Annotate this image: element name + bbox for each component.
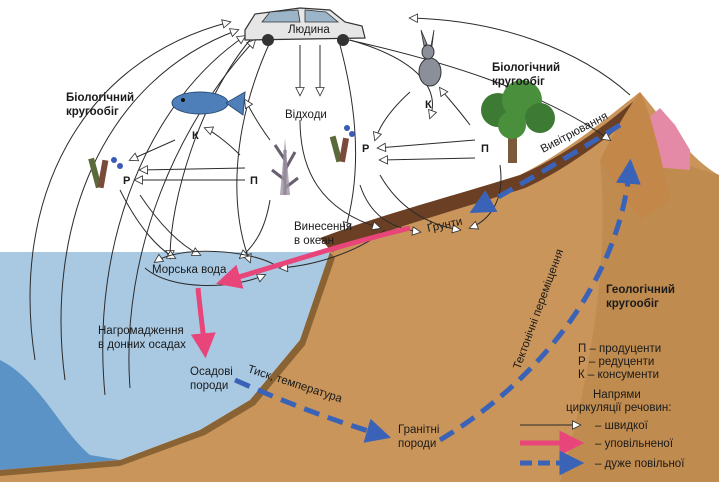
legend-title-1: Напрями [593, 389, 641, 401]
arrow-fast-13 [378, 139, 476, 148]
label-bio-right-1: Біологічний [492, 62, 560, 74]
label-accumulation-1: Нагромадження [98, 325, 184, 337]
arrow-veryslow-pressure [233, 377, 392, 443]
arrow-veryslow-tectonic [438, 158, 641, 443]
label-geo-1: Геологічний [606, 284, 675, 296]
label-human: Людина [288, 24, 330, 36]
label-pr-left: П [250, 175, 258, 187]
label-waste: Відходи [285, 109, 327, 121]
label-pr-right: П [481, 143, 489, 155]
arrow-slow-ocean [216, 225, 411, 289]
arrow-fast-23 [205, 128, 241, 156]
legend-def-decomposers: Р – редуценти [578, 356, 654, 368]
slow-arrows [190, 225, 411, 359]
legend: П – продуценти Р – редуценти К – консуме… [520, 343, 685, 476]
very-slow-arrows [233, 122, 641, 443]
arrow-fast-24 [245, 100, 271, 141]
arrow-fast-28 [299, 119, 380, 228]
label-p-left: Р [123, 175, 130, 187]
label-k-right: К [425, 99, 432, 111]
arrow-fast-15 [375, 91, 411, 140]
label-granite-2: породи [398, 438, 436, 450]
tree-icon [481, 80, 555, 163]
legend-fast: – швидкої [595, 420, 649, 432]
label-sedimentary-1: Осадові [190, 366, 233, 378]
legend-def-producers: П – продуценти [578, 343, 661, 355]
label-k-left: К [192, 130, 199, 142]
arrow-fast-29 [144, 267, 265, 286]
arrow-fast-6 [410, 18, 631, 96]
arrow-fast-5 [339, 37, 610, 140]
legend-slow: – уповільненої [595, 438, 674, 450]
label-bio-left-2: кругообіг [66, 106, 119, 118]
land-shade [560, 152, 719, 482]
land [0, 92, 719, 482]
arrow-fast-7 [170, 39, 251, 258]
arrow-fast-22 [130, 139, 176, 160]
arrow-fast-25 [119, 189, 175, 258]
decomposer-icon-right [329, 125, 355, 163]
soil-layer [320, 100, 638, 252]
label-ocean-2: в океан [294, 235, 334, 247]
mountain [600, 92, 670, 220]
arrow-fast-21 [140, 168, 246, 170]
arrow-fast-27 [240, 199, 271, 258]
arrow-slow-sediment [190, 287, 216, 359]
label-ocean-1: Винесення [294, 221, 352, 233]
legend-def-consumers: К – консументи [578, 369, 659, 381]
label-granite-1: Гранітні [398, 424, 439, 436]
label-bio-right-2: кругообіг [492, 76, 545, 88]
arrow-veryslow-weather [469, 122, 622, 214]
decomposer-icon-left [88, 157, 123, 189]
label-p-right: Р [362, 143, 369, 155]
arrow-fast-1 [29, 22, 230, 361]
label-geo-2: кругообіг [606, 298, 659, 310]
car-icon [244, 7, 366, 46]
arrow-fast-16 [440, 88, 471, 126]
ocean-shelf [0, 360, 120, 470]
arrow-fast-11 [339, 44, 357, 230]
legend-title-2: циркуляції речовин: [566, 402, 671, 414]
arrow-fast-30 [155, 250, 276, 266]
arrow-fast-18 [359, 184, 420, 232]
fish-icon [171, 91, 246, 116]
fast-arrows [29, 18, 631, 396]
legend-very-slow: – дуже повільної [595, 458, 685, 470]
arrow-fast-8 [236, 41, 271, 262]
label-accumulation-2: в донних осадах [98, 339, 186, 351]
arrow-fast-17 [379, 174, 460, 230]
label-bio-left-1: Біологічний [66, 92, 134, 104]
label-sea-water: Морська вода [152, 264, 227, 276]
label-sedimentary-2: породи [190, 380, 228, 392]
rabbit-icon [418, 29, 442, 87]
ocean [0, 252, 330, 470]
arrow-fast-14 [380, 158, 476, 160]
plant-icon [271, 138, 299, 195]
